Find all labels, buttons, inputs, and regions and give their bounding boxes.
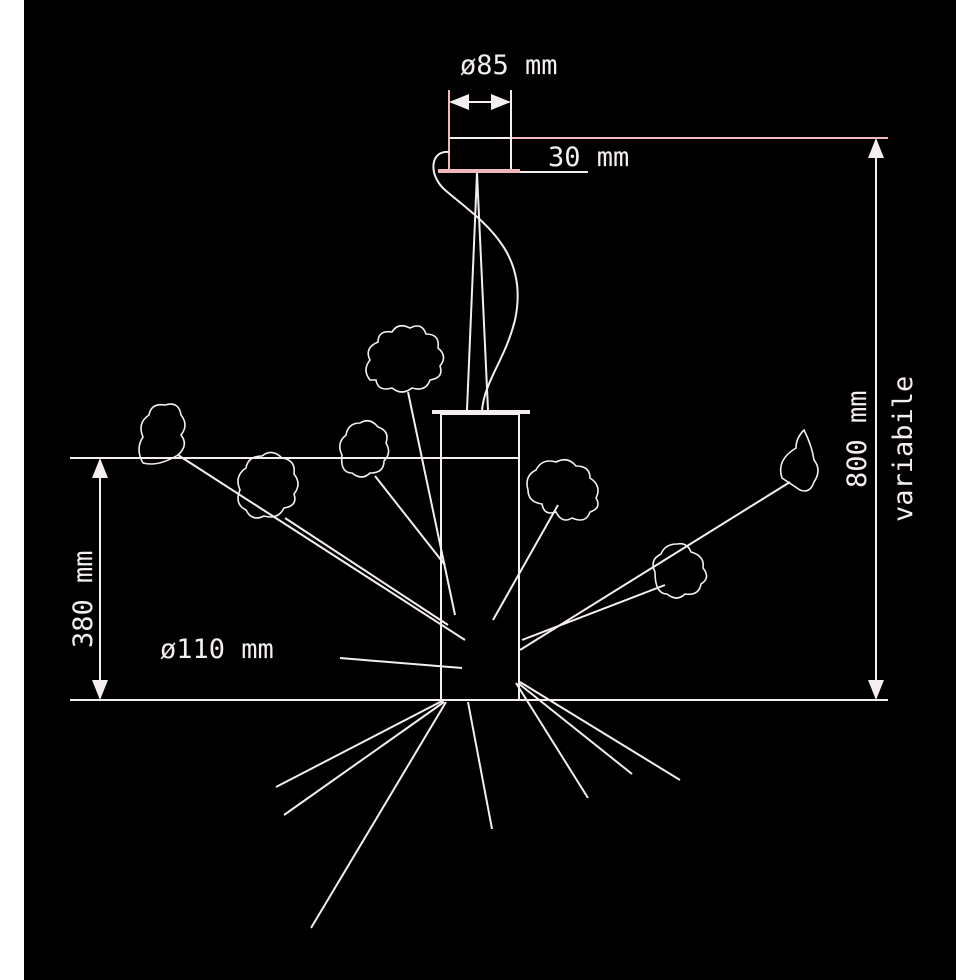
flower-stems xyxy=(177,391,791,651)
total-height-note: variabile xyxy=(888,376,919,522)
flower-heads xyxy=(138,324,819,599)
flower-icon xyxy=(338,419,390,478)
flower-icon xyxy=(237,451,299,519)
flower-icon xyxy=(652,542,708,599)
downward-rods xyxy=(275,681,681,929)
canopy-diameter-label: ø85 mm xyxy=(460,50,558,81)
body-height-label: 380 mm xyxy=(68,550,99,648)
body-diameter-label: ø110 mm xyxy=(160,634,274,665)
flower-icon xyxy=(138,403,186,465)
lamp-body xyxy=(432,410,530,701)
dimension-lines xyxy=(70,90,888,701)
canopy-height-label: 30 mm xyxy=(548,142,629,173)
flower-icon xyxy=(365,324,445,393)
suspension-cables xyxy=(432,150,519,411)
canopy xyxy=(438,137,520,173)
flower-icon xyxy=(779,428,819,492)
total-height-label: 800 mm xyxy=(842,390,873,488)
flower-icon xyxy=(526,458,599,521)
